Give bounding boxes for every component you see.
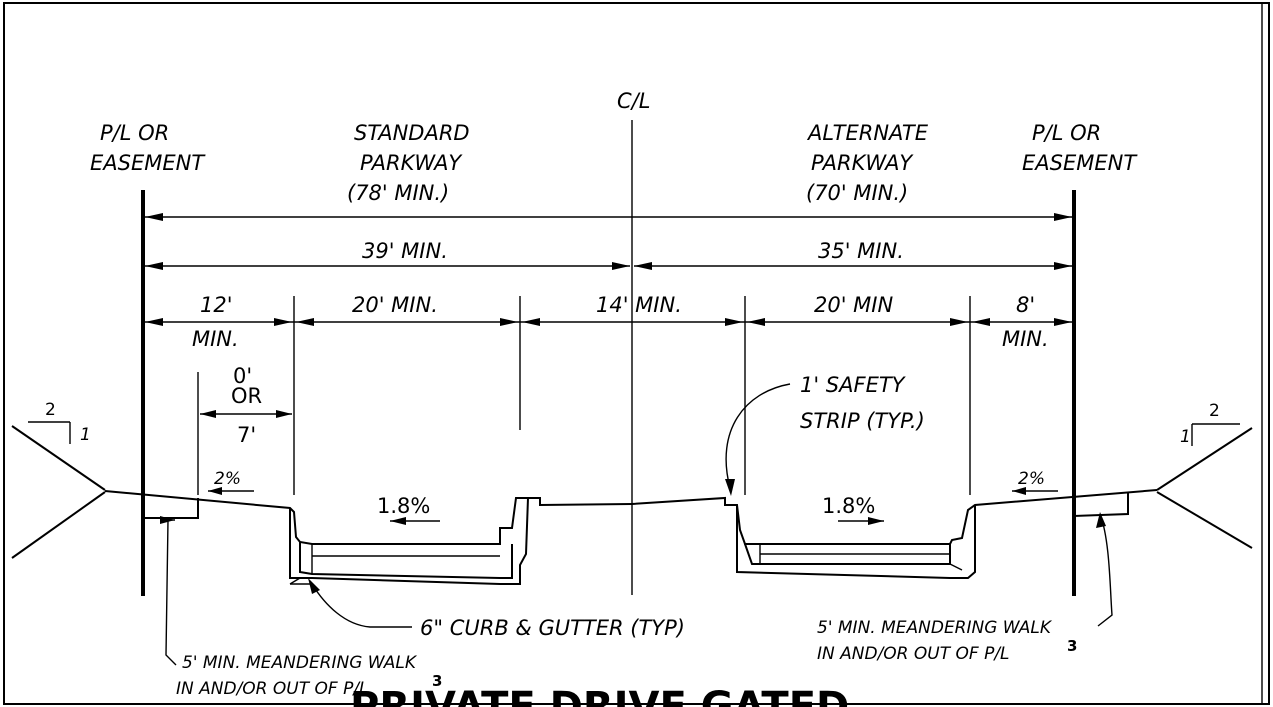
slope-left-label: 2% — [214, 469, 241, 489]
left-slope-ratio-horizontal: 2 — [45, 400, 56, 420]
seg-left-lane-label: 20' MIN. — [352, 293, 438, 317]
curb-gutter-leader-arrow — [308, 578, 320, 594]
seg-right-lane-label: 20' MIN — [814, 293, 893, 317]
walk-note-right-line2: IN AND/OR OUT OF P/L — [817, 644, 1010, 664]
walk-note-left-line2: IN AND/OR OUT OF P/L — [176, 679, 369, 699]
walk-note-right-line1: 5' MIN. MEANDERING WALK — [817, 618, 1053, 638]
centerline-label: C/L — [617, 89, 650, 113]
walk-note-right-footnote: 3 — [1067, 637, 1077, 655]
seg-left-walk-label-line1: 12' — [200, 293, 233, 317]
walk-note-left-leader-arrow — [160, 516, 175, 524]
slope-right-label: 2% — [1018, 469, 1045, 489]
walk-offset-label-line1: 0' — [233, 364, 252, 388]
seg-median-label: 14' MIN. — [596, 293, 682, 317]
left-boundary-label-line1: P/L OR — [100, 121, 169, 145]
drawing-frame — [3, 2, 1270, 705]
alternate-parkway-label-line1: ALTERNATE — [806, 121, 929, 145]
left-side-slope — [11, 425, 106, 559]
right-slope-ratio-symbol — [1191, 423, 1240, 446]
slope-right-arrow — [1012, 487, 1058, 495]
seg-right-walk-label-line2: MIN. — [1002, 327, 1049, 351]
left-roadway-section — [104, 490, 633, 585]
cross-slope-left-label: 1.8% — [377, 494, 430, 518]
left-slope-ratio-symbol — [28, 421, 71, 444]
cross-slope-right-label: 1.8% — [822, 494, 875, 518]
standard-parkway-label-line3: (78' MIN.) — [347, 181, 449, 205]
slope-left-arrow — [208, 487, 254, 495]
cross-slope-left-arrow — [390, 517, 440, 525]
half-dimension-line-right — [634, 262, 1072, 270]
alternate-parkway-label-line2: PARKWAY — [811, 151, 914, 175]
cross-slope-right-arrow — [838, 517, 884, 525]
walk-note-left-line1: 5' MIN. MEANDERING WALK — [182, 653, 418, 673]
walk-offset-dimension-line — [200, 410, 292, 418]
right-roadway-section — [631, 489, 1158, 579]
walk-offset-label-line3: 7' — [237, 423, 256, 447]
right-side-slope — [1156, 427, 1253, 549]
walk-note-right-leader — [1097, 513, 1113, 627]
walk-note-right-leader-arrow — [1096, 512, 1106, 528]
curb-gutter-label: 6" CURB & GUTTER (TYP) — [420, 616, 685, 640]
alternate-parkway-label-line3: (70' MIN.) — [806, 181, 908, 205]
half-dimension-line-left — [145, 262, 630, 270]
curb-gutter-leader — [311, 583, 412, 628]
safety-strip-label-line1: 1' SAFETY — [800, 373, 907, 397]
left-sidewalk-slab — [142, 494, 199, 519]
right-boundary-label-line1: P/L OR — [1032, 121, 1101, 145]
right-slope-ratio-vertical: 1 — [1180, 427, 1191, 447]
left-slope-ratio-vertical: 1 — [80, 425, 91, 445]
walk-note-left-footnote: 3 — [432, 672, 442, 690]
segment-dimension-line — [145, 318, 1072, 326]
safety-strip-label-line2: STRIP (TYP.) — [800, 409, 925, 433]
half-right-label: 35' MIN. — [818, 239, 904, 263]
safety-strip-leader — [725, 383, 791, 489]
section-title-cut: PRIVATE DRIVE GATED — [350, 684, 849, 707]
walk-note-left-leader — [165, 519, 177, 666]
walk-offset-label-line2: OR — [231, 384, 262, 408]
overall-dimension-line — [145, 213, 1072, 221]
seg-left-walk-label-line2: MIN. — [192, 327, 239, 351]
standard-parkway-label-line2: PARKWAY — [360, 151, 463, 175]
standard-parkway-label-line1: STANDARD — [354, 121, 470, 145]
right-slope-ratio-horizontal: 2 — [1209, 401, 1220, 421]
half-left-label: 39' MIN. — [362, 239, 448, 263]
seg-right-walk-label-line1: 8' — [1016, 293, 1035, 317]
safety-strip-leader-arrow — [725, 479, 735, 496]
left-boundary-label-line2: EASEMENT — [90, 151, 206, 175]
right-boundary-label-line2: EASEMENT — [1022, 151, 1138, 175]
